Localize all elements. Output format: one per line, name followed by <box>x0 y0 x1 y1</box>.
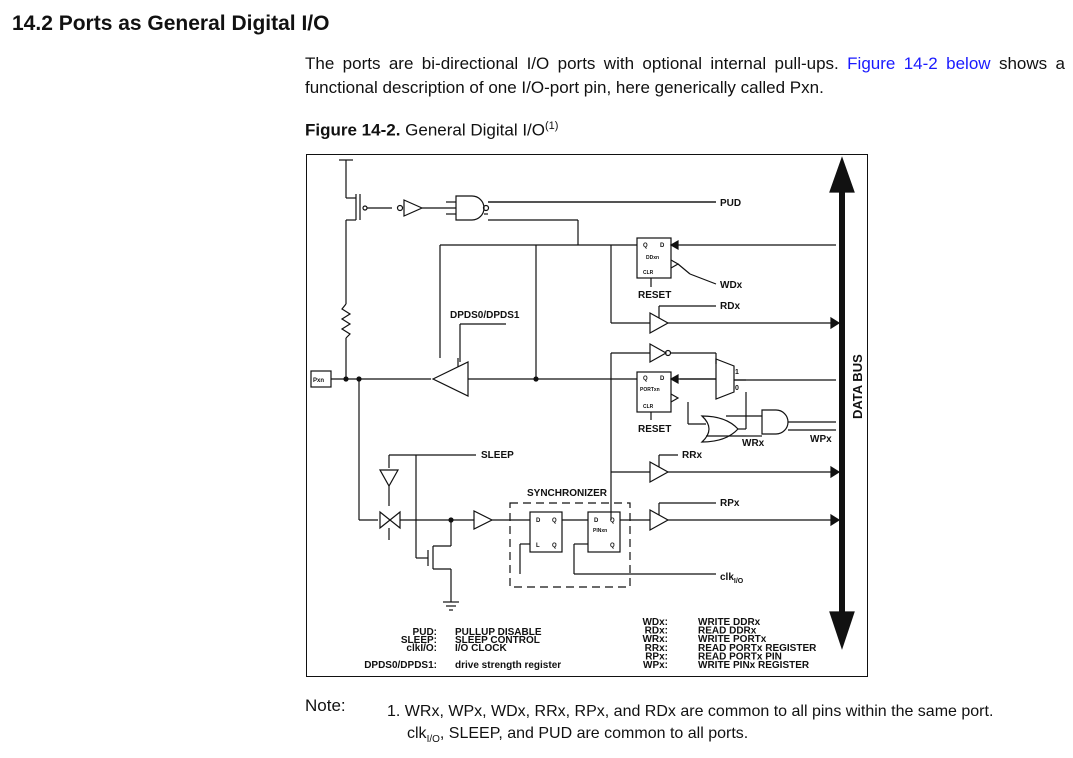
figure-link[interactable]: Figure 14-2 below <box>847 54 991 73</box>
note-line-1: 1. WRx, WPx, WDx, RRx, RPx, and RDx are … <box>387 703 994 720</box>
legend-value: READ PORTx PIN <box>698 651 782 662</box>
legend-key: SLEEP: <box>401 635 437 646</box>
legend-value: WRITE PINx REGISTER <box>698 660 810 671</box>
reset-label-1: RESET <box>638 290 671 301</box>
ddr-q: Q <box>643 243 648 249</box>
legend-value: WRITE PORTx <box>698 634 767 645</box>
synchronizer-box <box>509 502 631 588</box>
dpds-label: DPDS0/DPDS1 <box>450 310 520 321</box>
sleep-label: SLEEP <box>481 450 514 461</box>
legend-key: PUD: <box>413 627 437 638</box>
mux-in-1: 1 <box>735 369 739 376</box>
ddr-name: DDxn <box>646 255 659 261</box>
legend-key: WDx: <box>642 617 668 628</box>
pin-d: D <box>594 518 599 524</box>
ddxn-register <box>636 237 672 279</box>
pxn-label: Pxn <box>313 378 324 384</box>
legend-key: RPx: <box>645 651 668 662</box>
note-line-2: clkI/O, SLEEP, and PUD are common to all… <box>407 725 749 746</box>
reset-label-2: RESET <box>638 424 671 435</box>
pin-qbar: Q <box>610 543 615 549</box>
rdx-label: RDx <box>720 301 740 312</box>
mux <box>715 358 735 400</box>
portxn-register <box>636 371 672 413</box>
latch <box>529 511 563 553</box>
latch-q: Q <box>552 518 557 524</box>
legend-value: I/O CLOCK <box>455 643 507 654</box>
footnote-mark: (1) <box>545 120 559 132</box>
pin-name: PINxn <box>593 528 607 534</box>
rrx-label: RRx <box>682 450 702 461</box>
legend-key: DPDS0/DPDS1: <box>364 660 437 671</box>
latch-qbar: Q <box>552 543 557 549</box>
note-label: Note: <box>305 696 346 715</box>
synchronizer-label: SYNCHRONIZER <box>527 488 608 499</box>
wpx-label: WPx <box>810 434 832 445</box>
figure-caption: Figure 14-2. General Digital I/O(1) <box>305 120 558 141</box>
figure-title: General Digital I/O <box>405 120 545 140</box>
note-text: 1. WRx, WPx, WDx, RRx, RPx, and RDx are … <box>387 701 993 751</box>
latch-d: D <box>536 518 541 524</box>
ddr-clr: CLR <box>643 270 654 276</box>
legend-value: READ PORTx REGISTER <box>698 643 817 654</box>
pud-label: PUD <box>720 198 741 209</box>
data-bus-label: DATA BUS <box>850 354 865 419</box>
clk-label: clkI/O <box>720 572 744 585</box>
wrx-label: WRx <box>742 438 765 449</box>
port-d: D <box>660 376 665 382</box>
legend-value: WRITE DDRx <box>698 617 761 628</box>
section-title: 14.2 Ports as General Digital I/O <box>12 12 330 35</box>
data-bus-arrow <box>829 156 855 650</box>
legend-value: READ DDRx <box>698 626 757 637</box>
diagram-frame <box>306 154 868 677</box>
legend-key: WRx: <box>642 634 668 645</box>
pinxn-register <box>587 511 621 553</box>
io-port-diagram: PUD WDx RDx RESET DPDS0/DPDS1 RESET WRx … <box>306 154 868 677</box>
ddr-d: D <box>660 243 665 249</box>
legend-value: drive strength register <box>455 660 561 671</box>
legend-value: SLEEP CONTROL <box>455 635 540 646</box>
intro-paragraph: The ports are bi-directional I/O ports w… <box>305 52 1065 100</box>
rpx-label: RPx <box>720 498 740 509</box>
legend-key: RRx: <box>645 643 668 654</box>
figure-label: Figure 14-2. <box>305 120 401 140</box>
port-q: Q <box>643 376 648 382</box>
latch-l: L <box>536 543 540 549</box>
port-name: PORTxn <box>640 387 660 393</box>
wdx-label: WDx <box>720 280 743 291</box>
legend-left: PUD: PULLUP DISABLE SLEEP: SLEEP CONTROL clk… <box>364 627 561 671</box>
intro-text-1: The ports are bi-directional I/O ports w… <box>305 54 839 73</box>
mux-in-0: 0 <box>735 385 739 392</box>
legend-key: clkI/O: <box>406 643 437 654</box>
intro-text-2: shows a functional description of one I/… <box>305 54 1065 97</box>
legend-key: WPx: <box>643 660 668 671</box>
pin-q: Q <box>610 518 615 524</box>
legend-key: RDx: <box>645 626 668 637</box>
legend-value: PULLUP DISABLE <box>455 627 542 638</box>
port-clr: CLR <box>643 404 654 410</box>
